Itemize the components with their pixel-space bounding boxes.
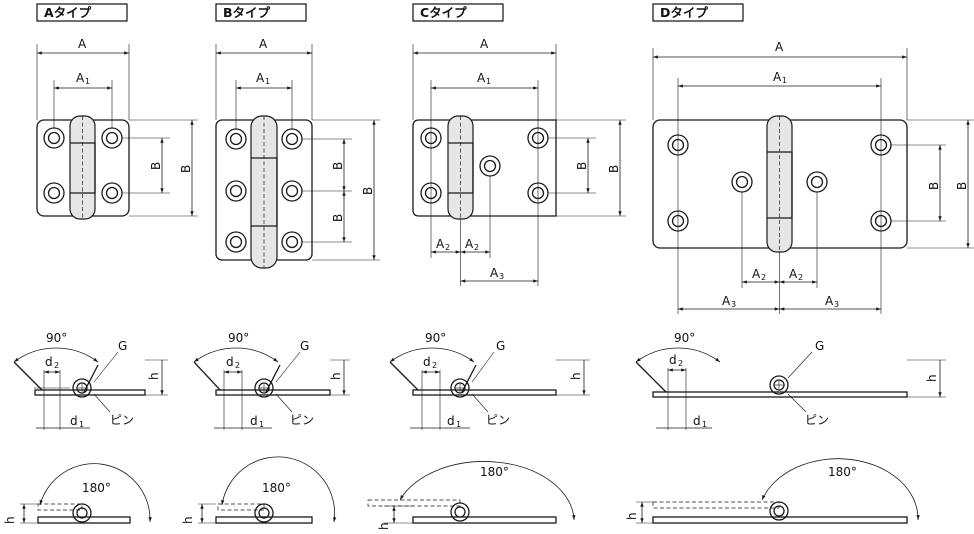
type-c-plan-view: Cタイプ A A 1 A 2 A 2 A 3 [412,3,626,286]
type-a-title-box [36,3,128,22]
svg-text:2: 2 [235,361,240,370]
type-b-dim-A: A [259,37,268,51]
svg-text:h: h [925,374,939,382]
svg-text:B: B [607,165,621,173]
svg-text:1: 1 [456,420,461,429]
type-c-title: Cタイプ [420,5,467,20]
type-d-plan-view: Dタイプ A A 1 A 2 A 2 A 3 [652,3,974,314]
svg-text:3: 3 [834,300,839,309]
svg-text:90°: 90° [46,331,67,345]
svg-text:A: A [722,294,731,308]
type-c-side-90: 90° d 2 d 1 G ピン h [389,331,590,430]
type-a-knuckle-section [72,378,92,398]
svg-text:A: A [465,237,474,251]
svg-text:B: B [361,187,375,195]
svg-text:G: G [300,339,309,353]
type-a-dim-B1: B [149,162,163,170]
svg-text:1: 1 [702,420,707,429]
svg-text:d: d [693,414,701,428]
svg-text:1: 1 [79,420,84,429]
svg-text:A: A [477,71,486,85]
svg-text:d: d [423,355,431,369]
type-d-title: Dタイプ [660,5,708,20]
svg-text:G: G [118,339,127,353]
svg-text:d: d [226,355,234,369]
svg-text:2: 2 [678,359,683,368]
svg-text:180°: 180° [828,465,857,479]
svg-text:1: 1 [486,77,491,86]
type-c-side-180: 180° h [367,461,576,530]
svg-text:d: d [70,414,78,428]
svg-text:180°: 180° [262,481,291,495]
svg-text:1: 1 [259,420,264,429]
svg-text:d: d [447,414,455,428]
svg-text:h: h [147,372,161,380]
svg-text:180°: 180° [480,465,509,479]
svg-text:B: B [575,162,589,170]
svg-text:3: 3 [731,300,736,309]
svg-text:G: G [496,339,505,353]
svg-text:90°: 90° [674,331,695,345]
svg-text:90°: 90° [228,331,249,345]
type-a-dim-A1: A [76,71,85,85]
type-a-side-90: 90° d 2 d 1 G ピン h [13,331,168,430]
type-a-side-180: 180° h [3,463,152,524]
svg-text:A: A [775,40,784,54]
svg-text:2: 2 [798,273,803,282]
svg-text:ピン: ピン [110,413,134,427]
svg-text:h: h [625,512,639,520]
svg-text:d: d [669,353,677,367]
type-a-plan-view: Aタイプ A A 1 B B [36,3,198,220]
svg-text:2: 2 [445,243,450,252]
svg-text:A: A [789,267,798,281]
svg-text:ピン: ピン [486,413,510,427]
svg-text:A: A [490,266,499,280]
type-a-title: Aタイプ [44,5,92,20]
type-d-side-90: 90° d 2 d 1 G ピン h [635,331,946,430]
type-b-side-180: 180° h [181,456,337,524]
type-b-title: Bタイプ [223,5,271,20]
svg-text:B: B [331,214,345,222]
svg-text:1: 1 [85,77,90,86]
svg-text:h: h [181,516,195,524]
svg-text:ピン: ピン [290,413,314,427]
svg-text:d: d [45,355,53,369]
svg-text:A: A [773,70,782,84]
type-b-plan-view: Bタイプ A A 1 B B B [215,3,380,269]
svg-text:2: 2 [761,273,766,282]
svg-text:2: 2 [474,243,479,252]
svg-text:d: d [250,414,258,428]
svg-text:A: A [752,267,761,281]
svg-text:B: B [927,182,941,190]
svg-text:1: 1 [782,76,787,85]
svg-text:180°: 180° [82,481,111,495]
svg-text:2: 2 [432,361,437,370]
svg-text:2: 2 [54,361,59,370]
svg-text:h: h [569,372,583,380]
type-a-dim-B: B [179,165,193,173]
svg-text:3: 3 [499,272,504,281]
svg-text:h: h [329,372,343,380]
svg-text:G: G [815,339,824,353]
svg-text:ピン: ピン [805,413,829,427]
svg-text:A: A [480,37,489,51]
svg-text:h: h [3,516,17,524]
svg-text:A: A [436,237,445,251]
type-b-side-90: 90° d 2 d 1 G ピン h [193,331,350,430]
type-a-dim-A: A [78,37,87,51]
svg-text:B: B [331,162,345,170]
type-d-side-180: 180° h [625,458,920,524]
svg-text:A: A [256,71,265,85]
svg-text:h: h [377,522,391,530]
svg-text:A: A [825,294,834,308]
svg-text:B: B [955,182,969,190]
svg-text:1: 1 [265,77,270,86]
svg-text:90°: 90° [425,331,446,345]
